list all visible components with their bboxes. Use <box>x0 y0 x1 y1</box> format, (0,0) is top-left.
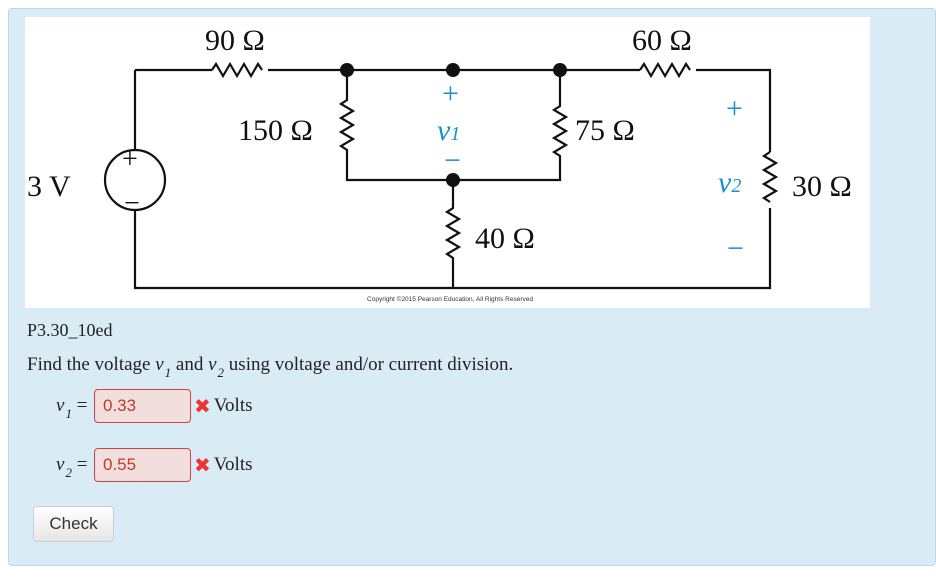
resistor-90 <box>211 61 263 79</box>
question-text: Find the voltage v1 and v2 using voltage… <box>27 354 514 380</box>
label-30: 30 Ω <box>792 170 852 203</box>
v2-plus: + <box>726 92 743 125</box>
circuit-diagram: 90 Ω 60 Ω 150 Ω 75 Ω 40 Ω 30 Ω 3 V + − +… <box>27 24 852 303</box>
node <box>340 63 354 77</box>
unit-label: Volts <box>213 454 253 475</box>
node <box>446 63 460 77</box>
label-source: 3 V <box>27 170 71 203</box>
v2-input[interactable] <box>94 448 191 482</box>
incorrect-x-icon: ✖ <box>194 394 211 418</box>
v1-input[interactable] <box>94 389 191 423</box>
unit-label: Volts <box>213 395 253 416</box>
incorrect-x-icon: ✖ <box>194 453 211 477</box>
source-minus: − <box>124 188 140 219</box>
label-150: 150 Ω <box>238 114 313 147</box>
v2-label: v <box>718 166 732 199</box>
circuit-figure: 90 Ω 60 Ω 150 Ω 75 Ω 40 Ω 30 Ω 3 V + − +… <box>25 17 870 308</box>
resistor-30 <box>761 151 779 203</box>
label-90: 90 Ω <box>205 24 265 57</box>
copyright: Copyright ©2015 Pearson Education, All R… <box>367 295 533 303</box>
svg-text:v1: v1 <box>437 114 460 147</box>
wire-top-right <box>696 68 772 152</box>
v1-plus: + <box>442 77 459 110</box>
label-40: 40 Ω <box>475 222 535 255</box>
problem-id: P3.30_10ed <box>27 320 113 340</box>
resistor-40 <box>444 180 462 288</box>
v2-minus: − <box>727 232 744 265</box>
answer-row-v1: v1 = ✖ Volts <box>56 389 253 423</box>
voltage-source <box>103 148 167 212</box>
label-60: 60 Ω <box>632 24 692 57</box>
check-button[interactable]: Check <box>33 506 114 542</box>
node <box>446 173 460 187</box>
resistor-60 <box>639 61 691 79</box>
node <box>553 63 567 77</box>
source-plus: + <box>122 144 138 175</box>
v1-label: v <box>437 114 451 147</box>
label-75: 75 Ω <box>575 114 635 147</box>
svg-text:v2: v2 <box>718 166 741 199</box>
v1-minus: − <box>444 144 461 177</box>
answer-row-v2: v2 = ✖ Volts <box>56 448 253 482</box>
